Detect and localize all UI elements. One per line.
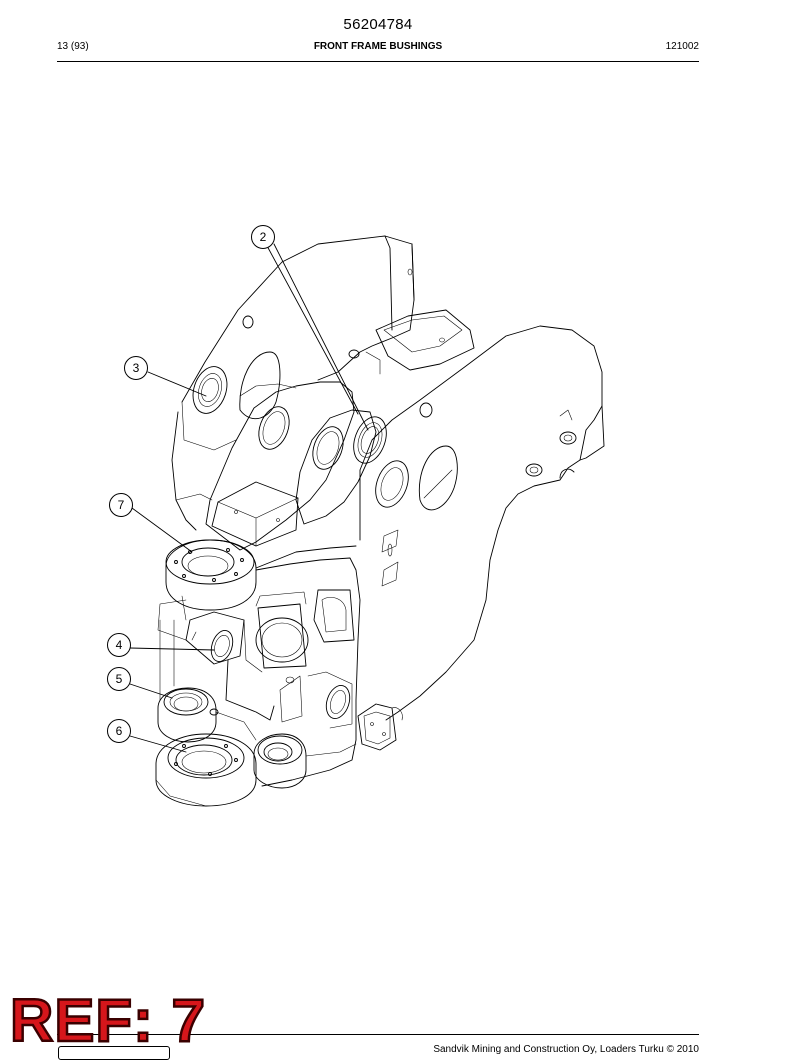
copyright-text: Sandvik Mining and Construction Oy, Load… xyxy=(433,1044,699,1055)
page-title: FRONT FRAME BUSHINGS xyxy=(313,41,443,52)
page-header: 13 (93) FRONT FRAME BUSHINGS 121002 xyxy=(57,41,699,55)
callout-3: 3 xyxy=(124,356,148,380)
header-rule xyxy=(57,61,699,62)
callout-4: 4 xyxy=(107,633,131,657)
callout-7: 7 xyxy=(109,493,133,517)
revision-code: 121002 xyxy=(665,41,699,52)
callout-5: 5 xyxy=(107,667,131,691)
callout-6: 6 xyxy=(107,719,131,743)
callout-2: 2 xyxy=(251,225,275,249)
page-number: 13 (93) xyxy=(57,41,89,52)
ref-stamp: REF: 7 xyxy=(9,986,207,1056)
footer-rule xyxy=(57,1034,699,1035)
document-number: 56204784 xyxy=(343,16,413,33)
